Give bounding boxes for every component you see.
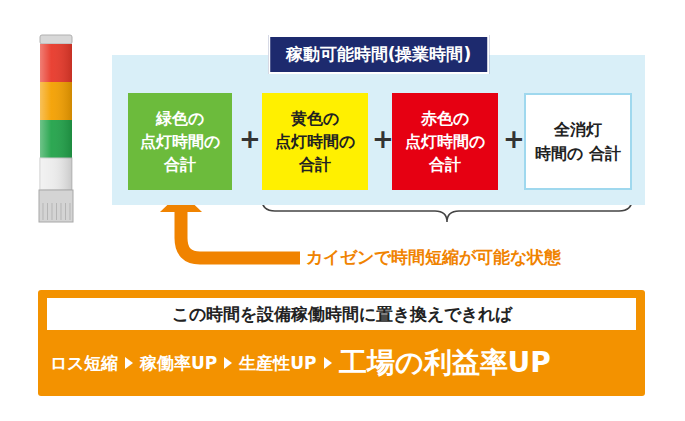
fin (47, 203, 48, 220)
fin (65, 203, 66, 220)
signal-tower (39, 35, 73, 222)
base-fins (43, 203, 70, 220)
benefit-chain: ロス短縮稼働率UP 生産性UP 工場の利益率UP (50, 336, 633, 390)
red-time-box: 赤色の 点灯時間の 合計 (392, 93, 498, 190)
tower-base (39, 190, 73, 222)
heading-band: この時間を設備稼働時間に置き換えできれば (47, 298, 636, 330)
time-text: 緑色の 点灯時間の 合計 (137, 107, 223, 177)
fin (43, 203, 44, 220)
plus-sign: + (503, 124, 525, 154)
improvement-note: カイゼンで時間短縮が可能な状態 (306, 246, 561, 269)
time-text: 全消灯 時間の 合計 (535, 118, 621, 164)
benefit-step: 生産性UP (239, 352, 316, 375)
time-text: 黄色の 点灯時間の 合計 (272, 107, 358, 177)
time-text: 赤色の 点灯時間の 合計 (402, 107, 488, 177)
benefit-result: 工場の利益率UP (339, 344, 551, 382)
yellow-time-box: 黄色の 点灯時間の 合計 (262, 93, 368, 190)
tower-cap (40, 35, 72, 44)
benefit-step: ロス短縮 (50, 352, 118, 375)
benefit-heading: この時間を設備稼働時間に置き換えできれば (172, 303, 512, 326)
fin (70, 203, 71, 220)
plus-sign: + (372, 124, 394, 154)
panel-title: 稼動可能時間(操業時間) (268, 35, 490, 74)
plus-sign: + (239, 124, 261, 154)
benefit-box: この時間を設備稼働時間に置き換えできればロス短縮稼働率UP 生産性UP 工場の利益率… (38, 290, 645, 396)
benefit-step: 稼働率UP (140, 352, 217, 375)
fin (61, 203, 62, 220)
green-time-box: 緑色の 点灯時間の 合計 (128, 93, 232, 190)
improvement-arrow (181, 210, 300, 258)
step-triangle (125, 357, 133, 369)
step-triangle (224, 357, 232, 369)
lens-shine (40, 44, 72, 190)
step-triangle (324, 357, 332, 369)
off-time-box: 全消灯 時間の 合計 (524, 93, 632, 190)
fin (56, 203, 57, 220)
fin (52, 203, 53, 220)
